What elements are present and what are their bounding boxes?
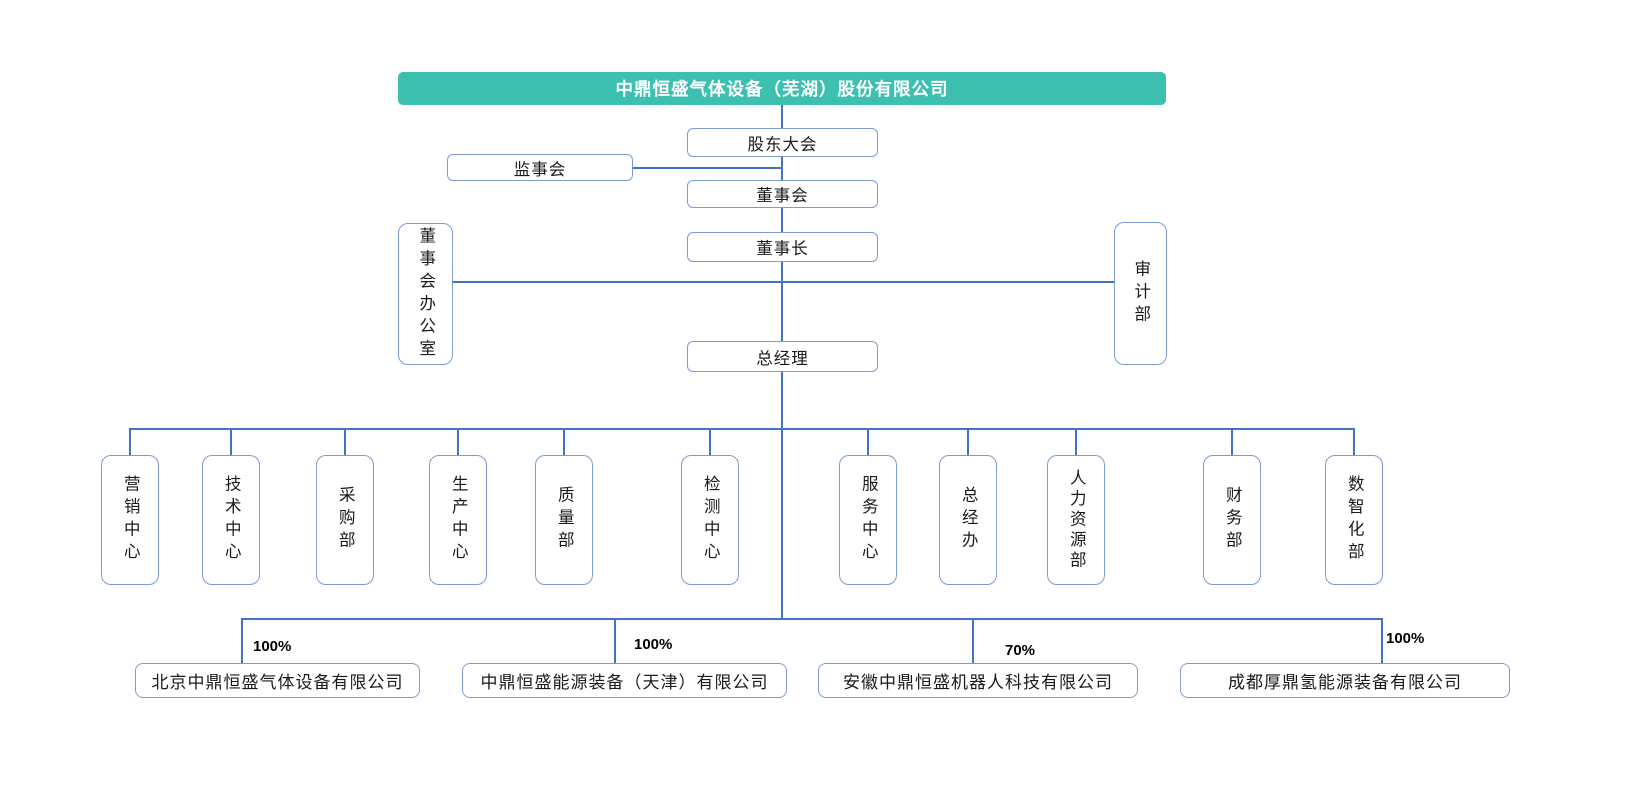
node-subsidiary-chengdu: 成都厚鼎氢能源装备有限公司	[1180, 663, 1510, 698]
node-dept-service-center: 服务中心	[839, 455, 897, 585]
dept-label: 技术中心	[222, 475, 241, 565]
dept-label: 人力资源部	[1067, 468, 1086, 572]
ownership-label-anhui: 70%	[1005, 642, 1036, 659]
connector-stub-dept-10	[1231, 428, 1233, 455]
connector-drop-subsidiary-4	[1381, 618, 1383, 663]
connector-stub-dept-8	[967, 428, 969, 455]
node-dept-inspection-center: 检测中心	[681, 455, 739, 585]
connector-trunk-board-chairman	[781, 208, 783, 232]
node-subsidiary-beijing: 北京中鼎恒盛气体设备有限公司	[135, 663, 420, 698]
dept-label: 服务中心	[859, 475, 878, 565]
connector-stub-dept-6	[709, 428, 711, 455]
connector-trunk-chairman-gm	[781, 262, 783, 341]
node-general-manager: 总经理	[687, 341, 878, 372]
dept-label: 采购部	[336, 486, 355, 554]
connector-drop-subsidiary-3	[972, 618, 974, 663]
node-chairman: 董事长	[687, 232, 878, 262]
connector-stub-dept-2	[230, 428, 232, 455]
ownership-label-chengdu: 100%	[1386, 630, 1425, 647]
connector-stub-dept-3	[344, 428, 346, 455]
dept-label: 数智化部	[1345, 475, 1364, 565]
connector-supervisory-link	[633, 167, 782, 169]
node-board-office: 董事会办公室	[398, 223, 453, 365]
connector-stub-dept-5	[563, 428, 565, 455]
node-dept-production-center: 生产中心	[429, 455, 487, 585]
dept-label: 财务部	[1223, 486, 1242, 554]
connector-stub-dept-7	[867, 428, 869, 455]
node-dept-quality: 质量部	[535, 455, 593, 585]
connector-stub-dept-11	[1353, 428, 1355, 455]
connector-trunk-header-shareholders	[781, 105, 783, 128]
connector-trunk-shareholders-board	[781, 157, 783, 180]
node-dept-digital-intelligence: 数智化部	[1325, 455, 1383, 585]
node-shareholders-meeting: 股东大会	[687, 128, 878, 157]
connector-trunk-gm-bottom	[781, 372, 783, 618]
company-title: 中鼎恒盛气体设备（芜湖）股份有限公司	[398, 72, 1166, 105]
node-dept-technology-center: 技术中心	[202, 455, 260, 585]
node-dept-marketing-center: 营销中心	[101, 455, 159, 585]
node-subsidiary-anhui: 安徽中鼎恒盛机器人科技有限公司	[818, 663, 1138, 698]
dept-label: 质量部	[555, 486, 574, 554]
node-audit-department: 审计部	[1114, 222, 1167, 365]
connector-office-audit-link	[453, 281, 1114, 283]
node-board-of-directors: 董事会	[687, 180, 878, 208]
connector-departments-bar	[130, 428, 1354, 430]
node-dept-procurement: 采购部	[316, 455, 374, 585]
ownership-label-beijing: 100%	[253, 638, 292, 655]
connector-subsidiaries-bar	[242, 618, 1382, 620]
dept-label: 总经办	[959, 486, 978, 554]
node-dept-finance: 财务部	[1203, 455, 1261, 585]
dept-label: 营销中心	[121, 475, 140, 565]
connector-drop-subsidiary-2	[614, 618, 616, 663]
node-dept-human-resources: 人力资源部	[1047, 455, 1105, 585]
connector-stub-dept-1	[129, 428, 131, 455]
dept-label: 生产中心	[449, 475, 468, 565]
dept-label: 检测中心	[701, 475, 720, 565]
connector-stub-dept-9	[1075, 428, 1077, 455]
ownership-label-tianjin: 100%	[634, 636, 673, 653]
connector-drop-subsidiary-1	[241, 618, 243, 663]
connector-stub-dept-4	[457, 428, 459, 455]
node-supervisory-board: 监事会	[447, 154, 633, 181]
node-audit-department-label: 审计部	[1131, 259, 1150, 328]
node-board-office-label: 董事会办公室	[416, 226, 435, 362]
node-dept-gm-office: 总经办	[939, 455, 997, 585]
node-subsidiary-tianjin: 中鼎恒盛能源装备（天津）有限公司	[462, 663, 787, 698]
